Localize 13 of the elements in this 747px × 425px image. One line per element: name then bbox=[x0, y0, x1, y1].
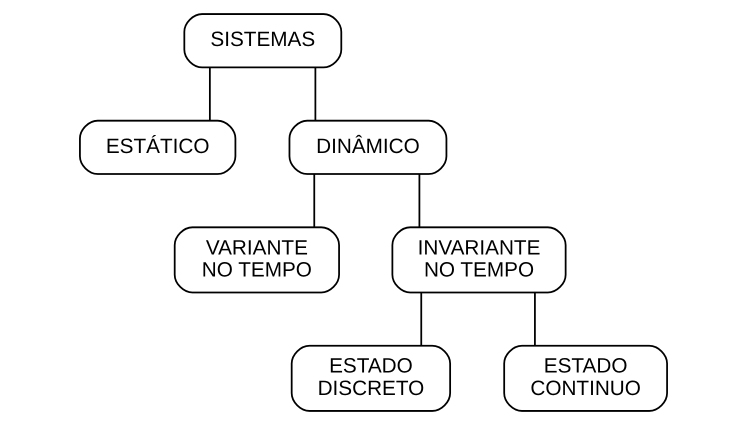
connector bbox=[208, 68, 211, 120]
connector bbox=[314, 68, 316, 120]
node-box: INVARIANTE NO TEMPO bbox=[392, 226, 567, 294]
node-box: ESTADO DISCRETO bbox=[290, 344, 452, 412]
node-box: ESTADO CONTINUO bbox=[503, 344, 668, 412]
connector bbox=[420, 292, 422, 346]
connector bbox=[534, 292, 536, 346]
connector bbox=[418, 174, 420, 227]
node-box: VARIANTE NO TEMPO bbox=[174, 226, 340, 294]
node-box: SISTEMAS bbox=[183, 13, 342, 68]
node-box: DINÂMICO bbox=[288, 120, 448, 175]
connector bbox=[313, 174, 316, 227]
node-box: ESTÁTICO bbox=[79, 120, 236, 175]
